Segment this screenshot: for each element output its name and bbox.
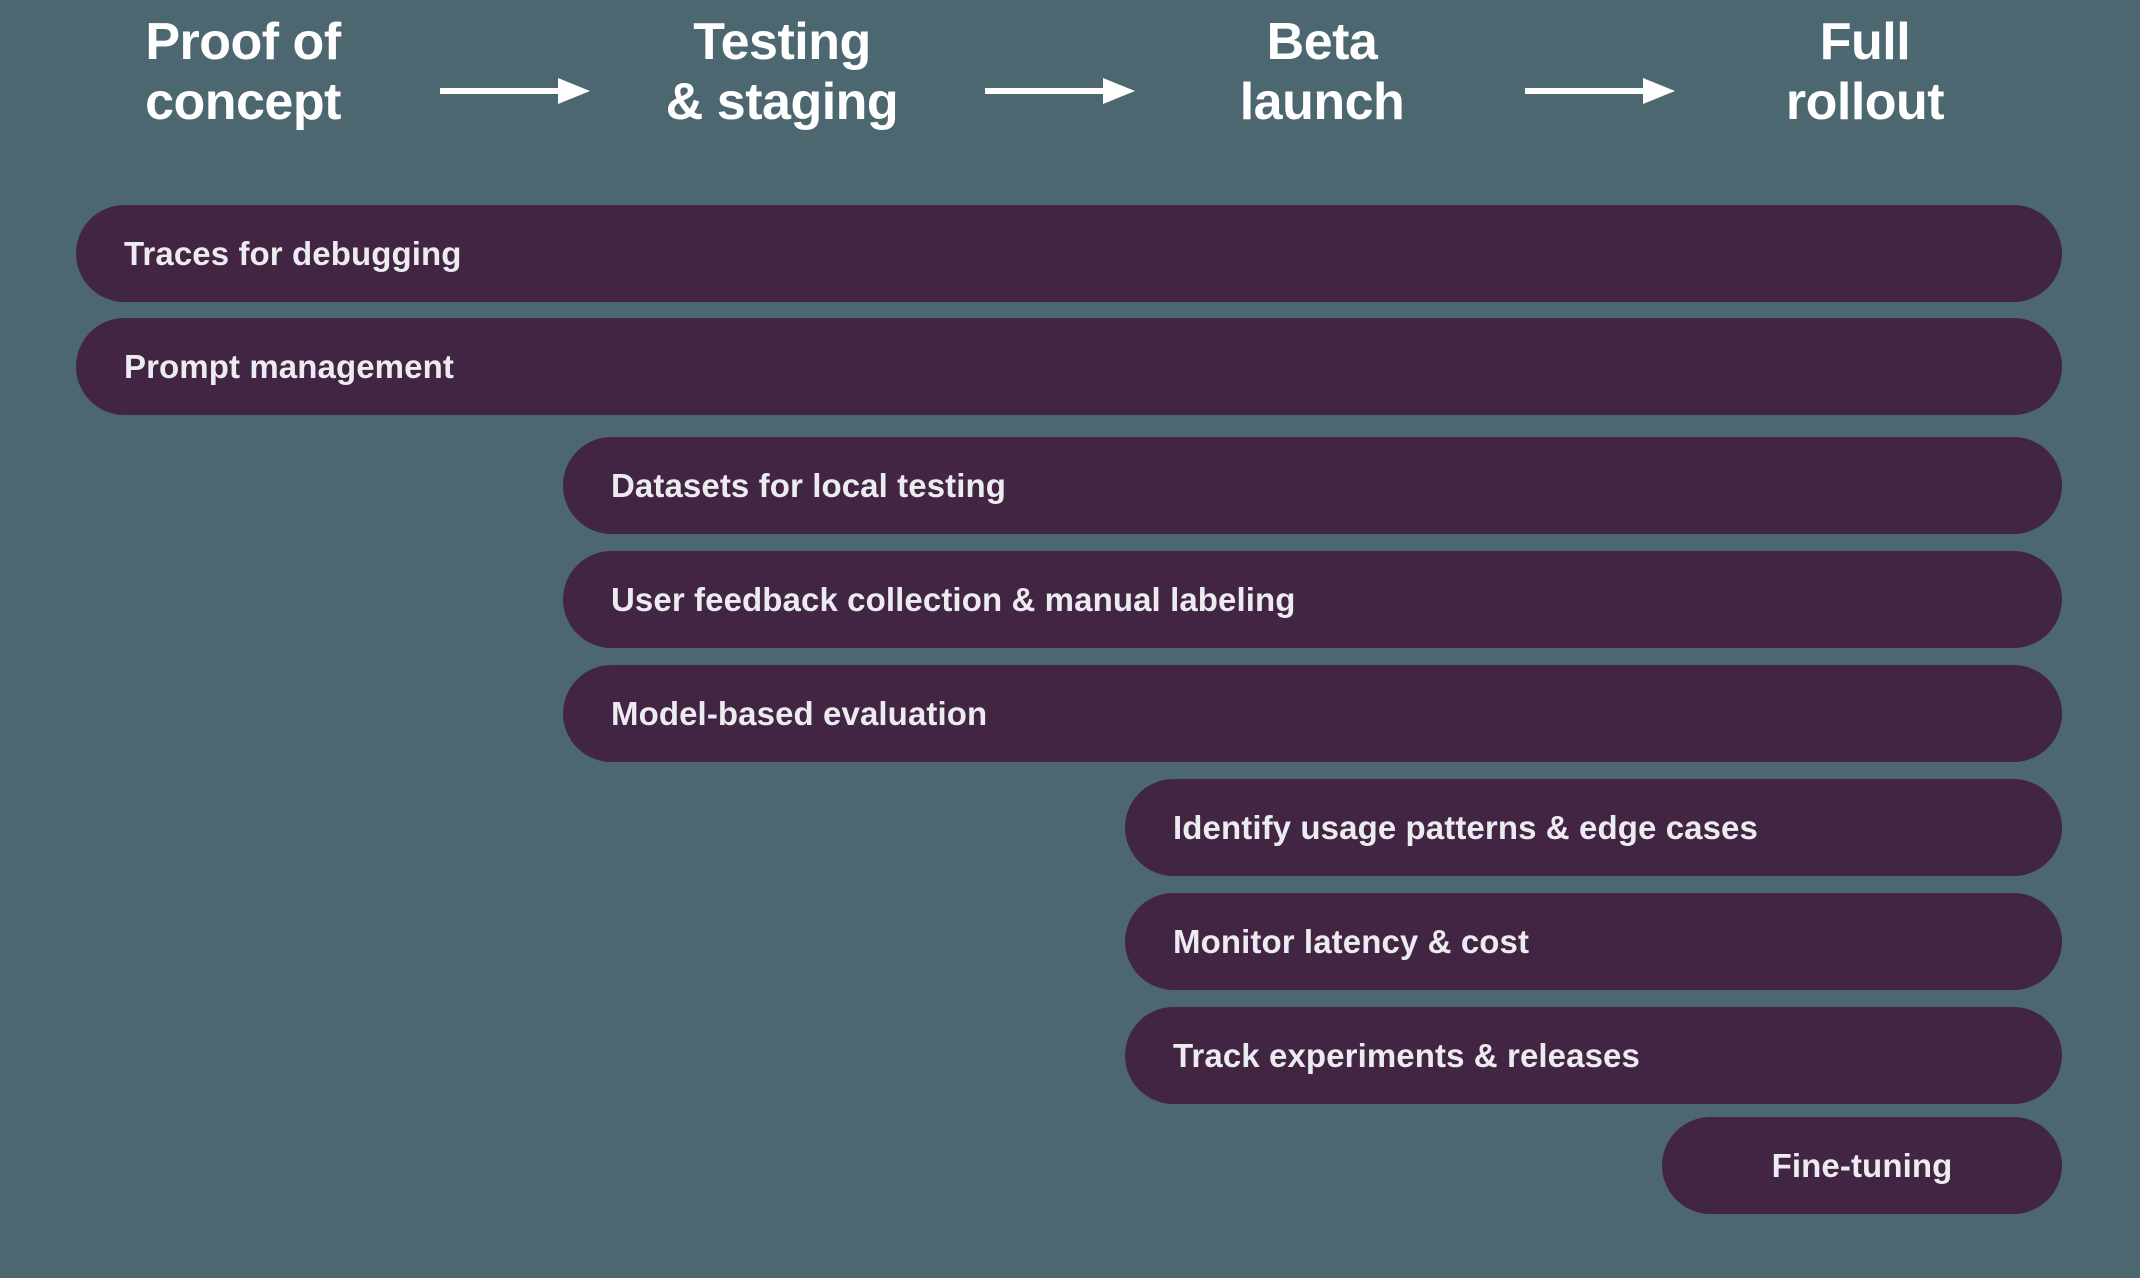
phase-label-testing-and-staging: Testing & staging [665,13,899,132]
capability-pill-label: Prompt management [124,347,454,385]
phase-label-full-rollout: Full rollout [1785,13,1945,132]
capability-pill[interactable]: Track experiments & releases [1125,1007,2062,1104]
capability-pill-label: User feedback collection & manual labeli… [611,580,1296,618]
capability-pill-label: Traces for debugging [124,234,462,272]
phase-header-row: Proof of concept Testing & staging Beta … [0,0,2140,186]
phase-label-proof-of-concept: Proof of concept [145,13,341,132]
capability-pill-label: Monitor latency & cost [1173,922,1530,960]
capability-pill[interactable]: Identify usage patterns & edge cases [1125,779,2062,876]
capability-pill-label: Datasets for local testing [611,466,1007,504]
arrow-beta-to-rollout [1525,78,1675,104]
capability-pill[interactable]: Datasets for local testing [563,437,2062,534]
arrow-poc-to-testing [440,78,590,104]
arrow-testing-to-beta [985,78,1135,104]
capability-pill[interactable]: Monitor latency & cost [1125,893,2062,990]
capability-pill[interactable]: Fine-tuning [1662,1117,2062,1214]
phase-label-beta-launch: Beta launch [1239,13,1405,132]
capability-pill-label: Track experiments & releases [1173,1036,1640,1074]
capability-pill[interactable]: Traces for debugging [76,205,2062,302]
capability-pill[interactable]: Prompt management [76,318,2062,415]
capability-pill[interactable]: Model-based evaluation [563,665,2062,762]
capability-pill-label: Fine-tuning [1771,1146,1953,1184]
capability-pill[interactable]: User feedback collection & manual labeli… [563,551,2062,648]
capability-pill-label: Model-based evaluation [611,694,988,732]
capability-pill-label: Identify usage patterns & edge cases [1173,808,1758,846]
